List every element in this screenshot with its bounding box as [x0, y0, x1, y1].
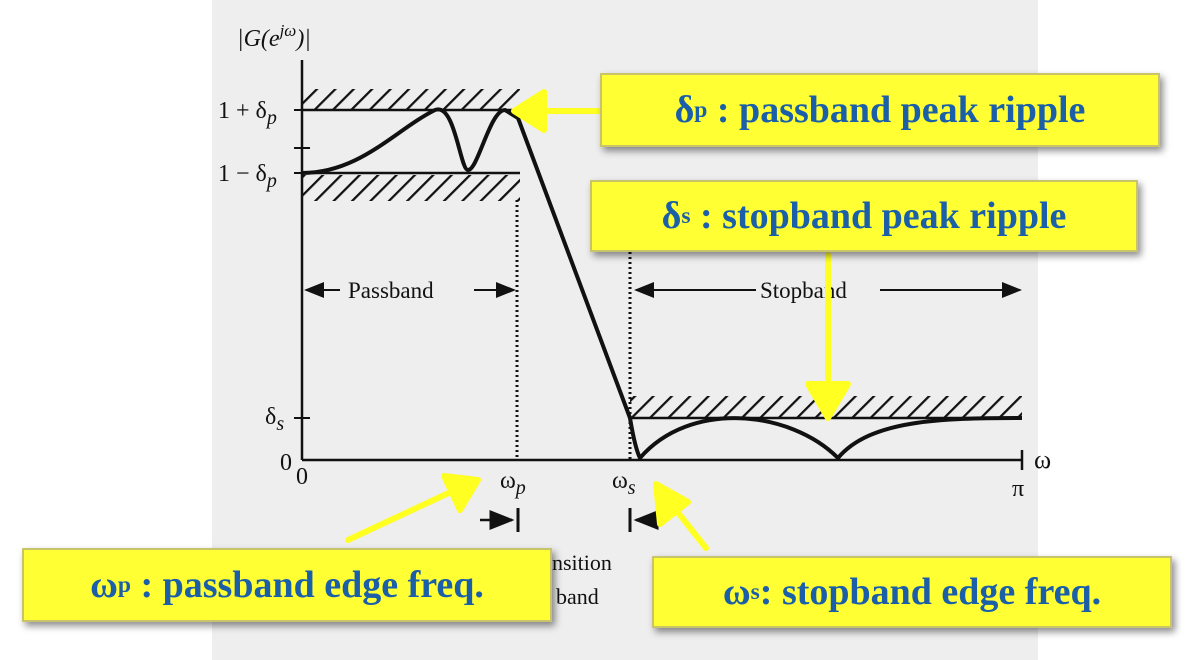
tick-label-stop: δs: [265, 404, 284, 435]
tick-label-lower: 1 − δp: [218, 161, 277, 192]
callout-sub: p: [694, 96, 708, 123]
tick-label-upper: 1 + δp: [218, 98, 277, 129]
transition-label-1: nsition: [552, 550, 612, 575]
magnitude-response-curve: [301, 107, 1023, 460]
callout-sub: s: [750, 578, 760, 605]
arrow-stopband-edge: [653, 481, 709, 551]
callout-symbol: δ: [661, 195, 682, 237]
callout-text: : stopband peak ripple: [690, 195, 1067, 237]
passband-label: Passband: [348, 278, 434, 303]
x-tick-ws: ωs: [612, 468, 636, 499]
callout-sub: s: [681, 202, 691, 229]
callout-text: : passband peak ripple: [707, 89, 1086, 131]
callout-sub: p: [117, 571, 131, 598]
x-tick-pi: π: [1012, 476, 1024, 502]
callout-text: : passband edge freq.: [130, 564, 484, 606]
arrow-passband-ripple: [511, 89, 603, 133]
callout-text: : stopband edge freq.: [759, 571, 1102, 613]
x-tick-wp: ωp: [500, 468, 526, 499]
callout-symbol: ω: [90, 564, 118, 606]
lower-passband-hatch: [302, 175, 520, 201]
x-tick-origin: 0: [296, 464, 308, 490]
x-axis-label: ω: [1034, 445, 1051, 474]
tick-label-zero: 0: [280, 450, 292, 476]
callout-symbol: δ: [674, 89, 695, 131]
y-axis-label: |G(ejω)|: [237, 21, 311, 52]
arrow-passband-edge: [345, 473, 481, 543]
arrow-stopband-ripple: [805, 252, 851, 421]
stopband-label: Stopband: [760, 278, 847, 303]
transition-label-2: band: [556, 584, 599, 609]
callout-symbol: ω: [722, 571, 751, 613]
upper-passband-hatch: [302, 89, 520, 109]
